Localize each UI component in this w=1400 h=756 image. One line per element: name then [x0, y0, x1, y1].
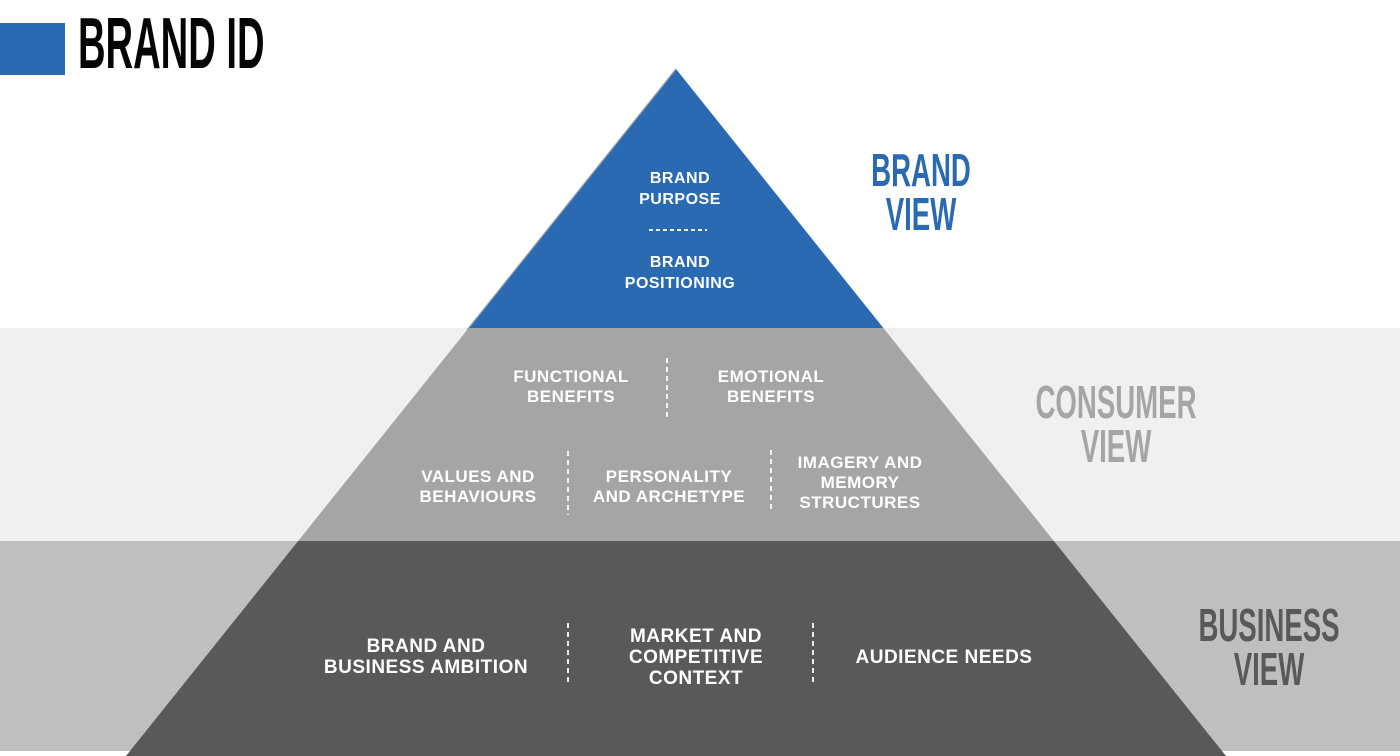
- emotional-benefits-line1: EMOTIONAL: [717, 367, 825, 386]
- functional-benefits-line2: BENEFITS: [526, 387, 616, 406]
- market-context-line3: CONTEXT: [648, 668, 744, 689]
- business-view-label: BUSINESS VIEW: [1149, 599, 1389, 695]
- imagery-memory-line3: STRUCTURES: [799, 493, 921, 512]
- business-view-line2: VIEW: [1233, 643, 1305, 695]
- values-behaviours-line2: BEHAVIOURS: [419, 487, 537, 506]
- brand-purpose-label: BRAND PURPOSE: [550, 168, 810, 210]
- brand-view-label: BRAND VIEW: [801, 144, 1041, 240]
- audience-needs-label: AUDIENCE NEEDS: [814, 647, 1074, 668]
- pyramid-business-tier-fill: [126, 541, 1226, 756]
- functional-benefits-line1: FUNCTIONAL: [513, 367, 629, 386]
- brand-view-line1: BRAND: [871, 144, 971, 196]
- consumer-view-label: CONSUMER VIEW: [996, 376, 1236, 472]
- brand-purpose-line2: PURPOSE: [639, 191, 721, 208]
- brand-logo-mark: [0, 23, 65, 75]
- brand-positioning-label: BRAND POSITIONING: [550, 252, 810, 294]
- brand-positioning-line2: POSITIONING: [624, 275, 736, 292]
- consumer-view-line2: VIEW: [1080, 420, 1152, 472]
- audience-needs-line1: AUDIENCE NEEDS: [855, 647, 1033, 668]
- ambition-market-divider: [567, 623, 569, 683]
- emotional-benefits-label: EMOTIONAL BENEFITS: [641, 367, 901, 407]
- business-view-line1: BUSINESS: [1198, 599, 1340, 651]
- values-personality-divider: [567, 451, 569, 515]
- brand-business-ambition-line2: BUSINESS AMBITION: [323, 657, 529, 678]
- pyramid-left-edge-shadow: [466, 68, 677, 331]
- personality-imagery-divider: [770, 450, 772, 510]
- purpose-positioning-divider: [649, 229, 707, 231]
- brand-business-ambition-label: BRAND AND BUSINESS AMBITION: [296, 636, 556, 678]
- functional-benefits-label: FUNCTIONAL BENEFITS: [441, 367, 701, 407]
- imagery-memory-line1: IMAGERY AND: [797, 453, 923, 472]
- values-behaviours-line1: VALUES AND: [421, 467, 535, 486]
- market-context-line1: MARKET AND: [629, 626, 762, 647]
- imagery-memory-line2: MEMORY: [820, 473, 900, 492]
- imagery-memory-structures-label: IMAGERY AND MEMORY STRUCTURES: [730, 453, 990, 513]
- market-context-line2: COMPETITIVE: [628, 647, 764, 668]
- brand-view-line2: VIEW: [885, 188, 957, 240]
- functional-emotional-divider: [666, 358, 668, 417]
- brand-positioning-line1: BRAND: [649, 254, 711, 271]
- brand-business-ambition-line1: BRAND AND: [366, 636, 486, 657]
- page-title: BRAND ID: [78, 4, 265, 84]
- personality-archetype-label: PERSONALITY AND ARCHETYPE: [539, 467, 799, 507]
- market-audience-divider: [812, 623, 814, 683]
- personality-archetype-line1: PERSONALITY: [605, 467, 733, 486]
- consumer-view-line1: CONSUMER: [1035, 376, 1197, 428]
- market-competitive-context-label: MARKET AND COMPETITIVE CONTEXT: [566, 626, 826, 689]
- personality-archetype-line2: AND ARCHETYPE: [592, 487, 746, 506]
- emotional-benefits-line2: BENEFITS: [726, 387, 816, 406]
- values-behaviours-label: VALUES AND BEHAVIOURS: [348, 467, 608, 507]
- brand-purpose-line1: BRAND: [649, 170, 711, 187]
